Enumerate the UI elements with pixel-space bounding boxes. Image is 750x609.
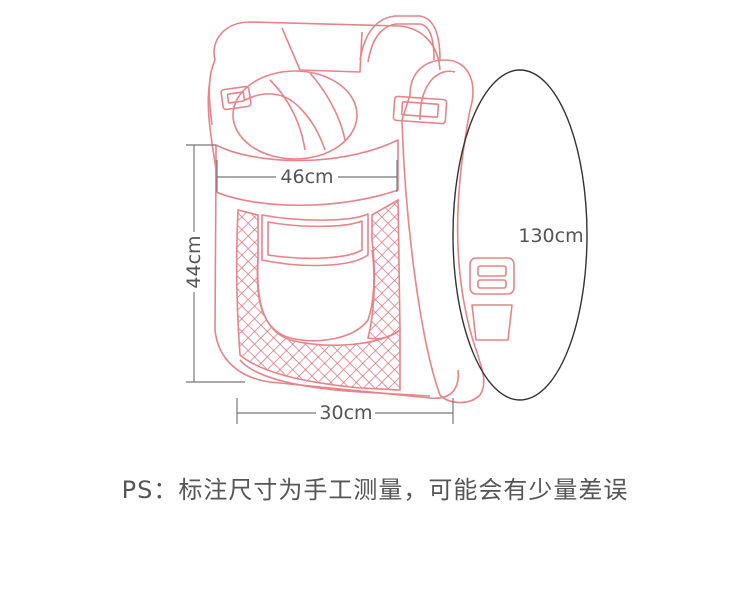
mesh-pocket-right xyxy=(367,198,401,340)
shoulder-strap xyxy=(392,59,515,404)
back-panel xyxy=(213,21,441,71)
bag-collar xyxy=(215,139,399,207)
height-label: 44cm xyxy=(183,235,205,288)
front-pocket xyxy=(256,249,375,342)
strap-label: 130cm xyxy=(518,225,583,247)
mesh-pocket-left xyxy=(235,208,401,391)
measurement-note: PS：标注尺寸为手工测量，可能会有少量差误 xyxy=(121,476,629,504)
backpack-outline xyxy=(207,15,459,399)
depth-label: 30cm xyxy=(319,402,372,424)
buckle-loop-left xyxy=(220,85,252,111)
strap-buckle-top xyxy=(392,95,448,125)
ball-icon xyxy=(232,70,358,160)
front-pocket-flap xyxy=(261,213,369,267)
backpack-diagram: 46cm 44cm 30cm 130cm xyxy=(183,15,588,424)
strap-buckle-bottom xyxy=(469,257,515,341)
strap-length-ellipse xyxy=(452,69,588,401)
main-body xyxy=(207,79,459,399)
top-handle xyxy=(359,15,441,61)
width-label: 46cm xyxy=(280,166,333,188)
dimension-lines xyxy=(186,144,454,424)
